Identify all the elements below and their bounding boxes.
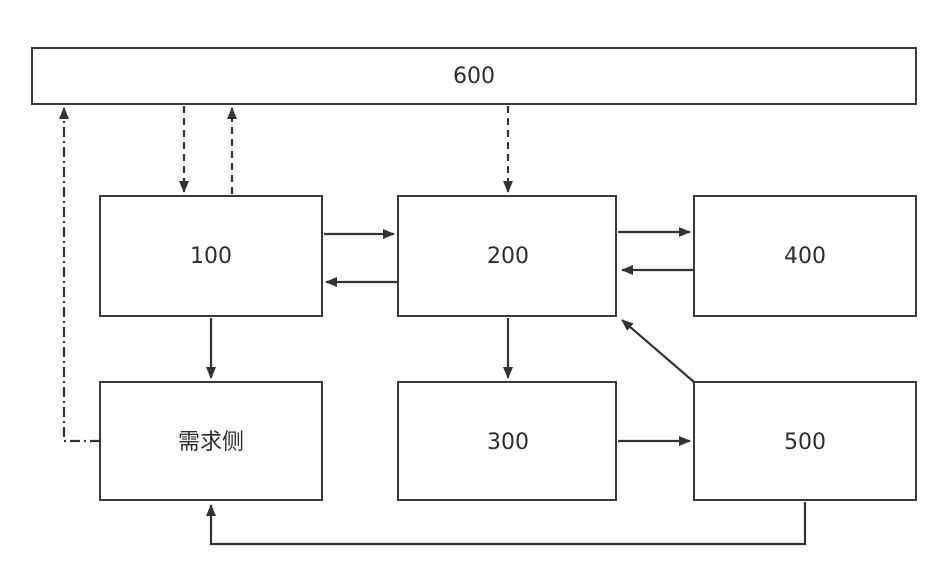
arrow-demand-to-600 [64, 108, 100, 441]
box-500-label: 500 [784, 430, 826, 455]
box-400-label: 400 [784, 244, 826, 269]
box-100-label: 100 [190, 244, 232, 269]
arrow-500-to-200 [622, 320, 694, 382]
box-600-label: 600 [453, 64, 495, 89]
box-demand-side-label: 需求侧 [178, 430, 244, 455]
box-200-label: 200 [487, 244, 529, 269]
box-300-label: 300 [487, 430, 529, 455]
arrow-500-to-demand [211, 502, 805, 544]
